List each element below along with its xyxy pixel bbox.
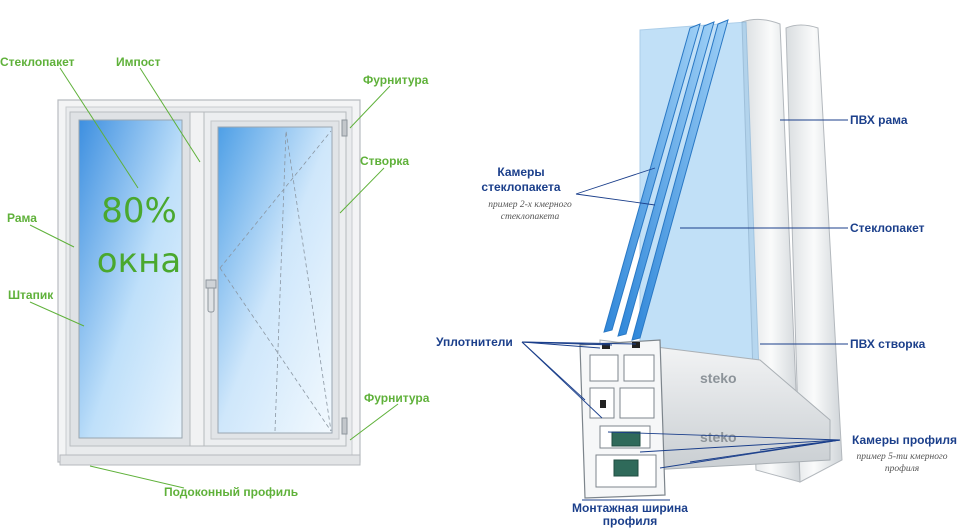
window-front-view: 80% окна [57, 99, 361, 466]
label-mullion: Импост [116, 55, 161, 69]
label-mount-width-1: Монтажная ширина [572, 501, 688, 515]
label-frame: Рама [7, 211, 37, 225]
note-glass-chambers-2: стеклопакета [501, 212, 560, 222]
label-seals: Уплотнители [436, 335, 513, 349]
label-hardware-bottom: Фурнитура [364, 391, 430, 405]
brand-mark-2: steko [700, 429, 737, 445]
note-profile-chambers-1: пример 5-ти кмерного [857, 452, 948, 462]
note-glass-chambers-1: пример 2-х кмерного [488, 200, 572, 210]
right-leader-lines [521, 119, 848, 501]
label-sash: Створка [360, 154, 409, 168]
percent-text: 80% [101, 191, 177, 231]
profile-cross-section: steko steko [579, 18, 843, 499]
label-glass-unit: Стеклопакет [0, 55, 75, 69]
label-hardware-top: Фурнитура [363, 73, 429, 87]
window-word-text: окна [97, 241, 181, 281]
brand-mark: steko [700, 370, 737, 386]
note-profile-chambers-2: профиля [885, 463, 919, 474]
label-glass-chambers-2: стеклопакета [481, 180, 560, 194]
label-mount-width-2: профиля [603, 514, 657, 528]
label-pvc-sash: ПВХ створка [850, 337, 926, 351]
label-pvc-frame: ПВХ рама [850, 113, 908, 127]
label-profile-chambers: Камеры профиля [852, 433, 957, 447]
left-leader-lines [29, 67, 399, 489]
label-glass-unit-right: Стеклопакет [850, 221, 925, 235]
label-bead: Штапик [8, 288, 54, 302]
label-glass-chambers-1: Камеры [497, 165, 544, 179]
label-sill-profile: Подоконный профиль [164, 485, 298, 499]
